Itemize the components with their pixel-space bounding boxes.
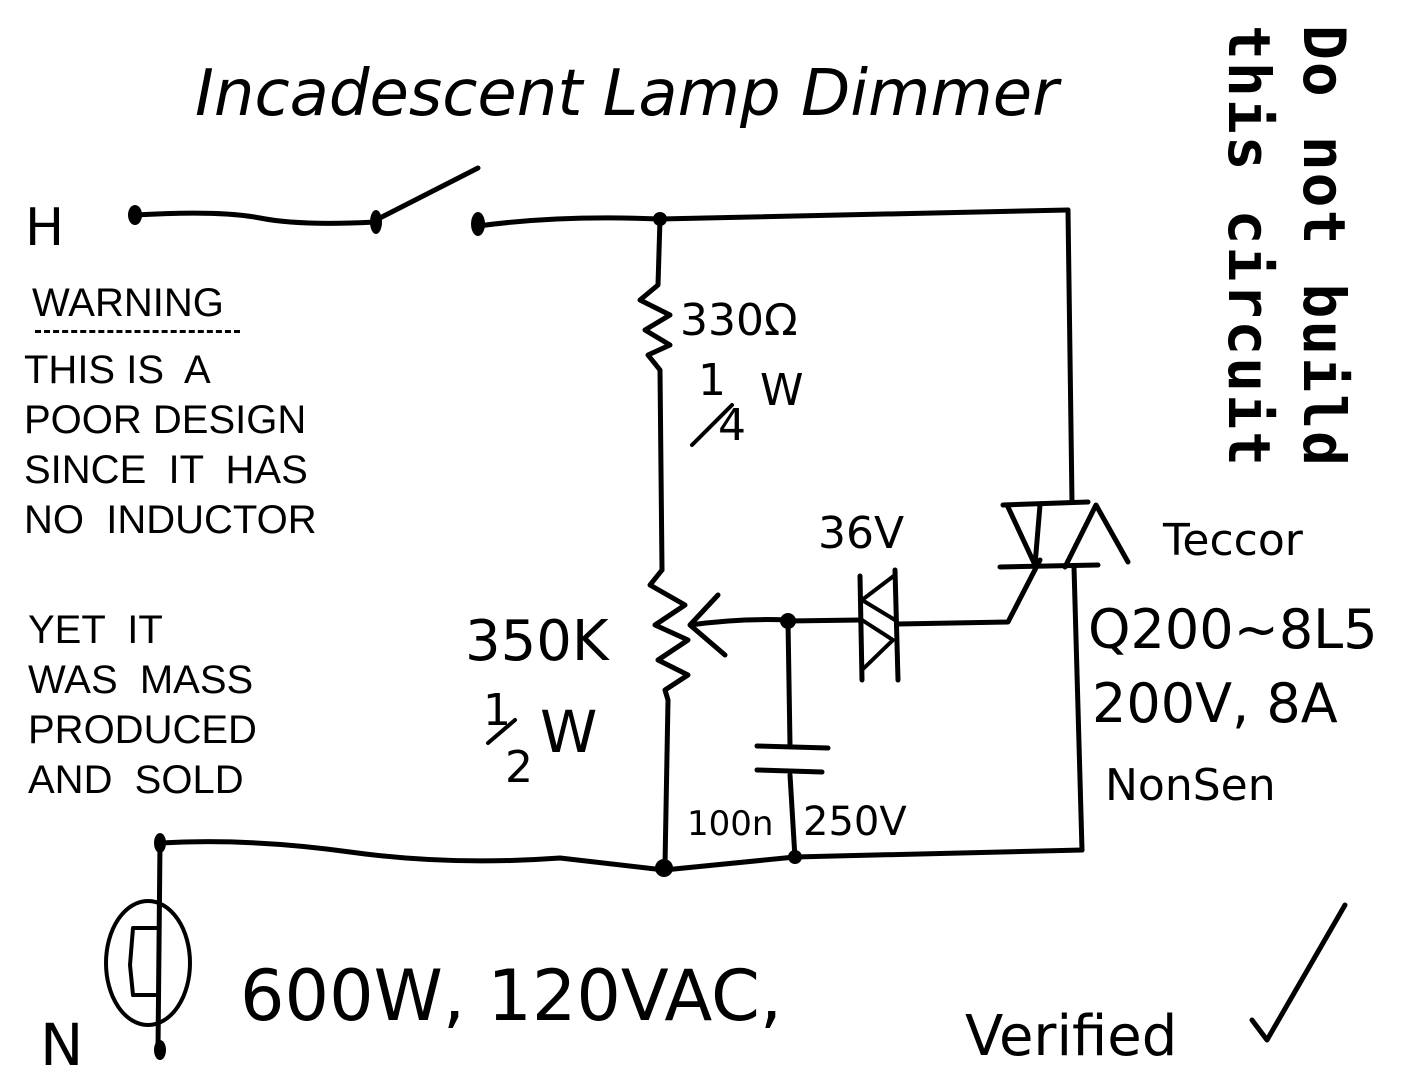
- lamp-rating: 600W, 120VAC,: [240, 955, 782, 1037]
- side-note-line1: Do not build: [1290, 25, 1358, 469]
- resistor-330: [637, 216, 673, 573]
- neutral-node: [154, 1040, 166, 1060]
- wire-top-rail: [475, 207, 1071, 229]
- warning-footer: YET IT WAS MASS PRODUCED AND SOLD: [28, 608, 257, 802]
- diac-voltage: 36V: [818, 508, 904, 559]
- resistor-power-slash: [690, 403, 734, 447]
- lamp: [104, 840, 192, 1060]
- wire-hot-in: [132, 210, 378, 226]
- capacitor-value: 100n: [687, 804, 773, 844]
- switch-blade: [373, 165, 481, 223]
- wire-diac-to-gate: [895, 557, 1043, 627]
- pot-power-unit: W: [540, 698, 597, 766]
- wire-bottom-rail: [157, 839, 1085, 873]
- wire-to-capacitor: [785, 618, 793, 748]
- triac-top-bar: [1000, 499, 1091, 508]
- pot-value: 350K: [465, 609, 610, 674]
- pot-power-slash: [486, 718, 517, 745]
- resistor-power-den: 4: [718, 400, 746, 451]
- warning-divider: [35, 330, 240, 333]
- pot-power-den: 2: [505, 742, 533, 793]
- capacitor-bottom-plate: [754, 767, 825, 775]
- diac-triangle-top: [860, 573, 897, 622]
- resistor-value: 330Ω: [680, 295, 798, 346]
- triac-triangle-down: [1005, 502, 1043, 568]
- diac-triangle-bottom: [860, 618, 895, 672]
- lamp-bulb: [104, 899, 192, 1027]
- triac-bottom-bar: [997, 562, 1101, 570]
- resistor-power-num: 1: [698, 355, 726, 406]
- side-note-line2: this circuit: [1215, 25, 1283, 469]
- triac-part: Q200~8L5: [1088, 598, 1378, 661]
- triac: [997, 499, 1131, 570]
- warning-heading: WARNING: [32, 281, 224, 325]
- check-icon: [1249, 902, 1348, 1043]
- potentiometer-wiper: [687, 592, 791, 658]
- triac-maker: Teccor: [1162, 515, 1304, 566]
- wire-triac-mt2: [1065, 207, 1075, 505]
- hot-terminal-label: H: [25, 198, 64, 258]
- diac: [857, 567, 901, 683]
- neutral-terminal-label: N: [40, 1011, 83, 1079]
- wire-to-diac: [785, 617, 863, 624]
- capacitor-voltage: 250V: [803, 799, 907, 845]
- triac-rating: 200V, 8A: [1092, 672, 1338, 735]
- triac-triangle-up: [1062, 502, 1131, 570]
- warning-body: THIS IS A POOR DESIGN SINCE IT HAS NO IN…: [24, 348, 317, 542]
- switch: [128, 165, 485, 236]
- triac-sensitivity: NonSen: [1105, 760, 1276, 811]
- lamp-lead: [155, 840, 163, 1053]
- diac-bar-left: [857, 573, 865, 683]
- wire-from-capacitor: [787, 772, 798, 861]
- junction-pot-bottom: [655, 859, 673, 877]
- potentiometer: [647, 567, 691, 868]
- junction-cap-bottom: [788, 850, 802, 864]
- diagram-title: Incadescent Lamp Dimmer: [195, 57, 1062, 131]
- wire-triac-mt1: [1071, 564, 1085, 853]
- resistor-power-unit: W: [760, 365, 804, 416]
- verified-label: Verified: [965, 1004, 1177, 1069]
- capacitor-top-plate: [754, 743, 831, 751]
- lamp-filament: [128, 926, 160, 997]
